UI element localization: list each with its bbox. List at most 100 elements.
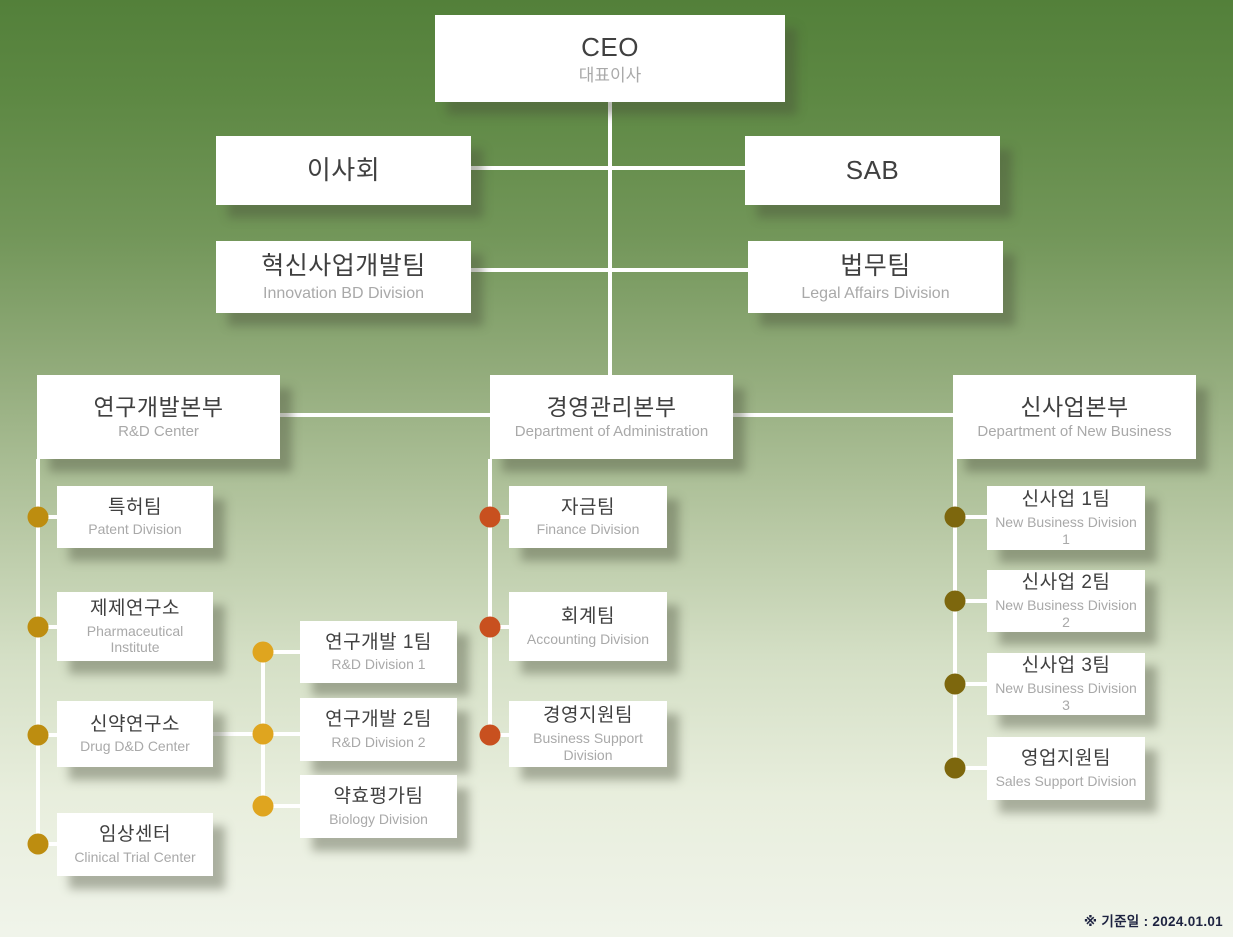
biology-subtitle: Biology Division [329,810,428,827]
org-box-accounting: 회계팀 Accounting Division [509,592,667,661]
bullet-clinical [27,833,49,855]
org-box-rnd2: 연구개발 2팀 R&D Division 2 [300,698,457,761]
org-box-clinical: 임상센터 Clinical Trial Center [57,813,213,876]
org-box-rnd1: 연구개발 1팀 R&D Division 1 [300,621,457,683]
board-title: 이사회 [306,155,381,186]
stub-pharma [36,625,61,629]
stub-accounting [488,625,513,629]
nb2-title: 신사업 2팀 [1021,572,1111,594]
org-box-nb2: 신사업 2팀 New Business Division 2 [987,570,1145,632]
stub-rnd2 [261,732,304,736]
org-box-finance: 자금팀 Finance Division [509,486,667,548]
new-business-subtitle: Department of New Business [977,423,1172,441]
finance-subtitle: Finance Division [536,521,640,538]
org-box-legal: 법무팀 Legal Affairs Division [748,241,1003,313]
stub-rnd1 [261,650,304,654]
spine-rnd-center [36,459,40,846]
org-box-biology: 약효평가팀 Biology Division [300,775,457,838]
rnd2-title: 연구개발 2팀 [325,709,432,731]
org-box-patent: 특허팀 Patent Division [57,486,213,548]
org-box-innovation: 혁신사업개발팀 Innovation BD Division [216,241,471,313]
admin-subtitle: Department of Administration [514,423,709,441]
bullet-nb2 [944,590,966,612]
accounting-subtitle: Accounting Division [526,630,650,647]
patent-title: 특허팀 [108,496,162,518]
stub-finance [488,515,513,519]
pharma-title: 제제연구소 [90,597,180,619]
new-business-title: 신사업본부 [1020,393,1129,420]
ceo-subtitle: 대표이사 [578,65,642,85]
stub-nb2 [953,599,991,603]
biz-support-title: 경영지원팀 [543,705,633,727]
reference-date-note: ※ 기준일 : 2024.01.01 [1083,914,1223,929]
nb3-subtitle: New Business Division 3 [995,680,1137,713]
bullet-nb3 [944,673,966,695]
stub-clinical [36,842,61,846]
org-box-admin: 경영관리본부 Department of Administration [490,375,733,459]
clinical-title: 임상센터 [99,824,171,846]
patent-subtitle: Patent Division [88,521,182,538]
bullet-accounting [479,616,501,638]
bullet-drug [27,724,49,746]
pharma-subtitle: Pharmaceutical Institute [86,622,184,656]
org-box-new-business: 신사업본부 Department of New Business [953,375,1196,459]
sales-support-title: 영업지원팀 [1021,748,1111,770]
bullet-nb1 [944,506,966,528]
bullet-rnd2 [252,723,274,745]
spine-admin [488,459,492,737]
org-box-sab: SAB [745,136,1000,205]
nb2-subtitle: New Business Division 2 [995,597,1137,630]
biz-support-subtitle: Business Support Division [533,730,643,763]
nb3-title: 신사업 3팀 [1021,655,1111,677]
org-box-sales-support: 영업지원팀 Sales Support Division [987,737,1145,800]
bullet-biz-support [479,724,501,746]
rnd-center-subtitle: R&D Center [118,423,199,441]
stub-sales-support [953,766,991,770]
nb1-title: 신사업 1팀 [1021,489,1111,511]
org-box-nb3: 신사업 3팀 New Business Division 3 [987,653,1145,715]
org-box-rnd-center: 연구개발본부 R&D Center [37,375,280,459]
sales-support-subtitle: Sales Support Division [995,772,1137,789]
bullet-biology [252,795,274,817]
rnd-center-title: 연구개발본부 [93,393,224,420]
bullet-sales-support [944,757,966,779]
spine-new-business [953,459,957,770]
bullet-patent [27,506,49,528]
innovation-title: 혁신사업개발팀 [261,251,426,280]
legal-title: 법무팀 [840,251,911,280]
stub-drug [36,733,61,737]
bullet-rnd1 [252,641,274,663]
connector-board-sab [471,166,748,170]
connector-innovation-legal [471,268,748,272]
org-box-nb1: 신사업 1팀 New Business Division 1 [987,486,1145,550]
org-box-pharma: 제제연구소 Pharmaceutical Institute [57,592,213,661]
innovation-subtitle: Innovation BD Division [263,285,424,303]
legal-subtitle: Legal Affairs Division [801,285,950,303]
admin-title: 경영관리본부 [546,393,677,420]
ceo-title: CEO [581,32,639,63]
accounting-title: 회계팀 [561,606,615,628]
connector-drug-to-teams [213,732,263,736]
stub-nb1 [953,515,991,519]
org-box-drug: 신약연구소 Drug D&D Center [57,701,213,767]
drug-title: 신약연구소 [90,713,180,735]
stub-nb3 [953,682,991,686]
rnd1-title: 연구개발 1팀 [325,631,432,653]
stub-biology [261,804,304,808]
drug-subtitle: Drug D&D Center [80,738,190,755]
org-box-board: 이사회 [216,136,471,205]
nb1-subtitle: New Business Division 1 [995,514,1137,547]
bullet-finance [479,506,501,528]
org-box-ceo: CEO 대표이사 [435,15,785,102]
finance-title: 자금팀 [561,496,615,518]
clinical-subtitle: Clinical Trial Center [74,848,196,865]
rnd2-subtitle: R&D Division 2 [331,733,426,750]
stub-biz-support [488,733,513,737]
org-box-biz-support: 경영지원팀 Business Support Division [509,701,667,767]
connector-ceo-vertical [608,100,612,377]
stub-patent [36,515,61,519]
sab-title: SAB [845,155,900,186]
bullet-pharma [27,616,49,638]
biology-title: 약효평가팀 [333,786,424,808]
